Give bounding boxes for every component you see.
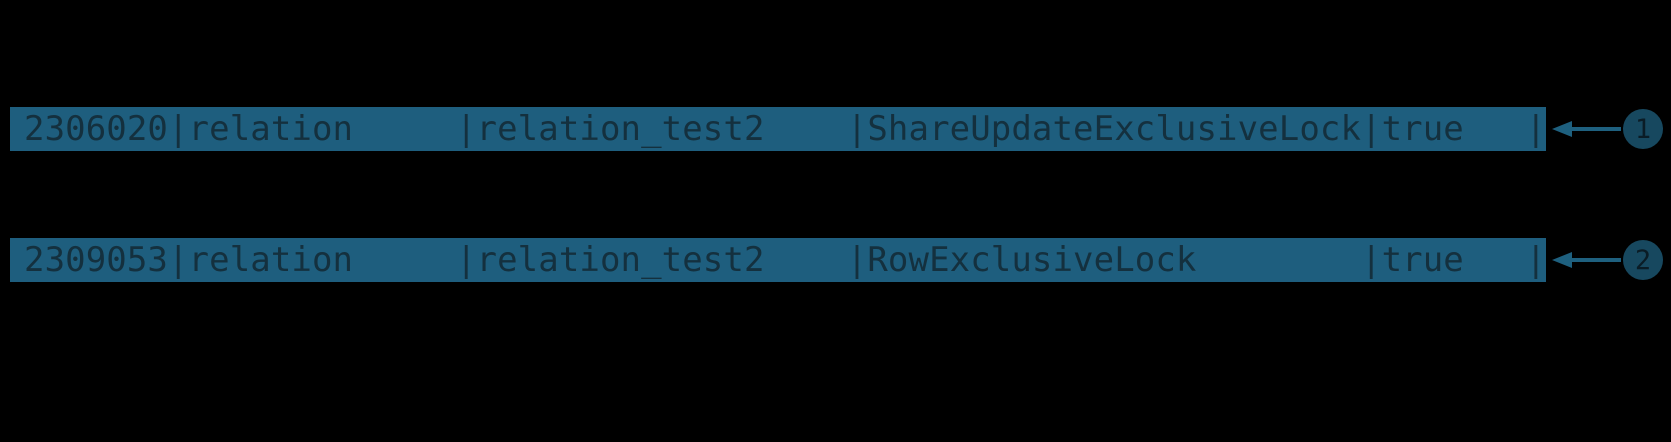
highlighted-row-1: 2306020|relation |relation_test2 |ShareU…	[10, 107, 1546, 151]
highlighted-row-2: 2309053|relation |relation_test2 |RowExc…	[10, 238, 1546, 282]
callout-1-number: 1	[1634, 113, 1652, 145]
callout-2-badge: 2	[1623, 240, 1663, 280]
callout-2: 2	[1550, 238, 1665, 282]
callout-1: 1	[1550, 107, 1665, 151]
left-arrow-icon	[1552, 121, 1621, 137]
row-1-text: 2306020|relation |relation_test2 |ShareU…	[24, 109, 1547, 149]
left-arrow-icon	[1552, 252, 1621, 268]
callout-1-badge: 1	[1623, 109, 1663, 149]
row-2-text: 2309053|relation |relation_test2 |RowExc…	[24, 240, 1547, 280]
callout-2-number: 2	[1634, 244, 1652, 276]
